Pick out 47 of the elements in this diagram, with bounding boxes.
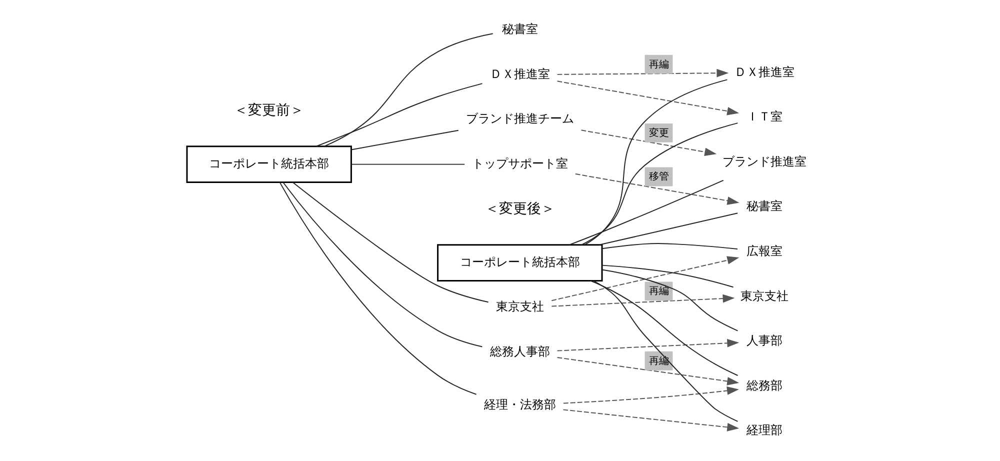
connector bbox=[282, 182, 482, 348]
connector bbox=[350, 164, 465, 165]
arrow bbox=[574, 173, 739, 205]
connector bbox=[601, 242, 738, 250]
node-text: 東京支社 bbox=[740, 288, 788, 303]
arrow bbox=[562, 409, 739, 432]
node-text: 東京支社 bbox=[495, 300, 544, 314]
node-text: ブランド推進室 bbox=[722, 154, 806, 168]
node-text: ＤＸ推進室 bbox=[734, 64, 794, 79]
label: ＜変更前＞ bbox=[234, 102, 304, 118]
connector bbox=[350, 130, 458, 150]
node-text: 秘書室 bbox=[746, 199, 782, 214]
label: ＜変更後＞ bbox=[484, 200, 554, 217]
edge-label: 再編 bbox=[648, 286, 668, 298]
edge-label: 再編 bbox=[648, 59, 668, 70]
connector bbox=[278, 182, 476, 395]
edge-label: 変更 bbox=[648, 128, 668, 139]
arrow bbox=[556, 68, 728, 78]
node-text: トップサポート室 bbox=[471, 156, 568, 170]
edge-label: 移管 bbox=[648, 172, 668, 183]
arrow bbox=[550, 294, 734, 307]
connector bbox=[601, 264, 734, 288]
connector bbox=[584, 79, 728, 246]
arrow bbox=[556, 357, 739, 386]
node-text: 秘書室 bbox=[501, 22, 538, 36]
connector bbox=[292, 182, 488, 303]
node-text: 総務部 bbox=[746, 378, 782, 392]
arrow bbox=[556, 80, 739, 116]
node-text: 経理部 bbox=[746, 423, 782, 438]
connector bbox=[598, 212, 738, 246]
node-text: ＤＸ推進室 bbox=[489, 66, 550, 81]
edge-label: 再編 bbox=[648, 356, 668, 367]
connector bbox=[323, 33, 493, 147]
node-text: 経理・法務部 bbox=[483, 397, 556, 412]
arrow bbox=[580, 130, 716, 156]
node-text: 広報室 bbox=[746, 244, 782, 258]
connector bbox=[601, 269, 738, 332]
arrow bbox=[562, 386, 738, 404]
node-box: コーポレート統括本部 bbox=[436, 244, 602, 282]
node-text: ＩＴ室 bbox=[746, 110, 782, 124]
node-text: 総務人事部 bbox=[489, 344, 550, 359]
connector bbox=[315, 83, 482, 147]
arrow bbox=[556, 338, 739, 352]
node-text: 人事部 bbox=[746, 334, 782, 348]
connector bbox=[568, 180, 724, 246]
node-text: ブランド推進チーム bbox=[465, 112, 574, 126]
node-box: コーポレート統括本部 bbox=[186, 146, 352, 183]
